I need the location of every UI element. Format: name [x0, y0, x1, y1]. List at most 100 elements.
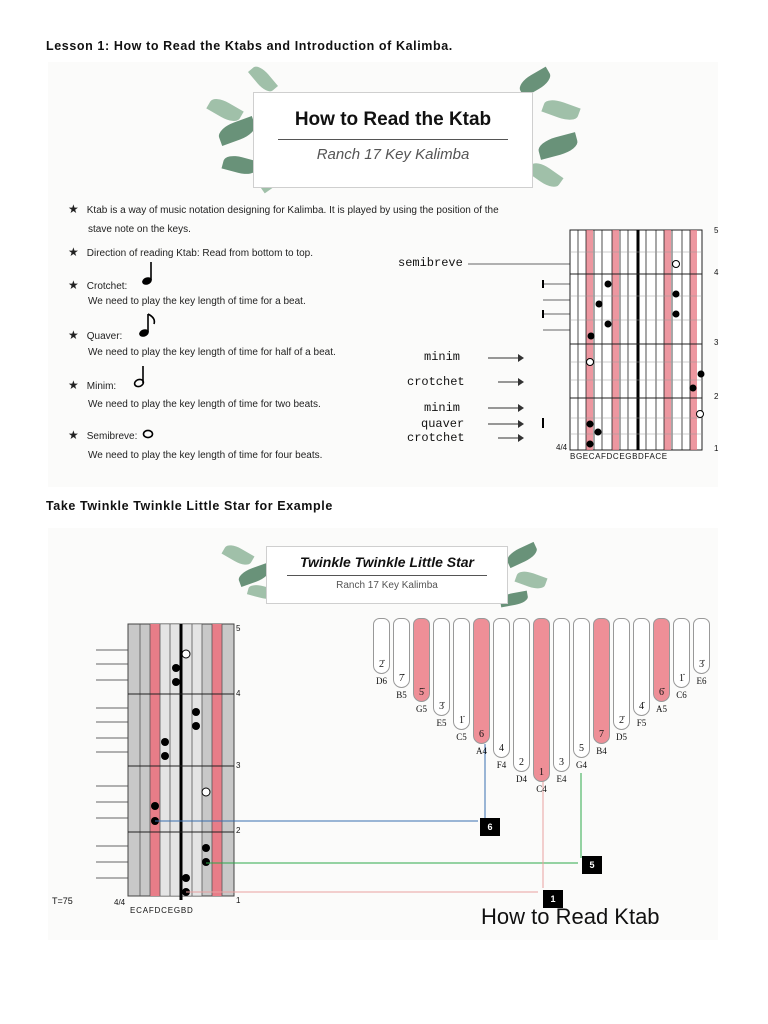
- arrow-head-icon: [518, 354, 524, 362]
- key-note-label: B4: [596, 746, 607, 756]
- key-note-label: F4: [496, 760, 507, 770]
- kalimba-key[interactable]: 1̇̇: [673, 618, 690, 688]
- bullet-item: ★Minim:: [68, 378, 117, 392]
- key-note-label: C5: [456, 732, 467, 742]
- leaf-decoration: [536, 132, 580, 160]
- arrow-head-icon: [518, 378, 524, 386]
- measure-number: 1: [714, 444, 719, 453]
- key-note-label: B5: [396, 690, 407, 700]
- star-icon: ★: [68, 202, 79, 216]
- measure-number: 4: [236, 689, 241, 698]
- key-note-label: D5: [616, 732, 627, 742]
- arrow-head-icon: [518, 404, 524, 412]
- key-note-label: F5: [636, 718, 647, 728]
- key-note-label: C4: [536, 784, 547, 794]
- crotchet-label: crotchet: [407, 375, 465, 389]
- example-heading: Take Twinkle Twinkle Little Star for Exa…: [46, 499, 333, 513]
- kalimba-key[interactable]: 5: [573, 618, 590, 758]
- marker-badge: 5: [582, 856, 602, 874]
- leaf-decoration: [247, 63, 279, 95]
- key-note-label: E6: [696, 676, 707, 686]
- kalimba-key[interactable]: 6̇: [653, 618, 670, 702]
- bullet-item: ★Quaver:: [68, 328, 123, 342]
- measure-number: 5: [236, 624, 241, 633]
- marker-badge: 6: [480, 818, 500, 836]
- card-subtitle: Ranch 17 Key Kalimba: [316, 146, 470, 163]
- leaf-decoration: [541, 96, 581, 124]
- kalimba-key[interactable]: 4: [493, 618, 510, 758]
- card-subtitle: Ranch 17 Key Kalimba: [336, 580, 438, 591]
- key-number: 3̇: [439, 701, 444, 712]
- kalimba-key[interactable]: 1: [533, 618, 550, 782]
- title-card: How to Read the Ktab Ranch 17 Key Kalimb…: [253, 92, 533, 188]
- key-note-label: C6: [676, 690, 687, 700]
- arrow-head-icon: [518, 420, 524, 428]
- star-icon: ★: [68, 428, 79, 442]
- connector-lines: [155, 744, 582, 893]
- kalimba-key[interactable]: 2: [513, 618, 530, 772]
- kalimba-key[interactable]: 5̇: [413, 618, 430, 702]
- key-note-label: A4: [476, 746, 487, 756]
- kalimba-key[interactable]: 4̇: [633, 618, 650, 716]
- time-signature: 4/4: [556, 443, 568, 452]
- measure-number: 2: [236, 826, 241, 835]
- kalimba-key[interactable]: 6: [473, 618, 490, 744]
- leaf-decoration: [216, 116, 258, 146]
- title-divider: [287, 575, 487, 576]
- crotchet-label: crotchet: [407, 431, 465, 445]
- quaver-note-icon: [139, 313, 156, 337]
- key-number: 2̇̇: [379, 659, 384, 670]
- caption: How to Read Ktab: [481, 904, 660, 929]
- kalimba-key[interactable]: 3̇̇: [693, 618, 710, 674]
- minim-label: minim: [424, 350, 461, 364]
- key-number: 1̇: [459, 715, 464, 726]
- key-number: 4̇: [639, 701, 644, 712]
- key-note-label: E5: [436, 718, 447, 728]
- star-icon: ★: [68, 328, 79, 342]
- semibreve-label: semibreve: [398, 256, 463, 270]
- semibreve-note-icon: [142, 429, 154, 439]
- kalimba-key[interactable]: 2̇: [613, 618, 630, 730]
- key-number: 1: [539, 767, 544, 778]
- bullet-item: ★Semibreve:: [68, 428, 138, 442]
- key-number: 3̇̇: [699, 659, 704, 670]
- key-note-label: G5: [416, 704, 427, 714]
- key-number: 7: [599, 729, 604, 740]
- time-signature: 4/4: [114, 898, 126, 907]
- bullet-continuation: We need to play the key length of time f…: [88, 450, 323, 461]
- key-number: 2: [519, 757, 524, 768]
- key-note-label: D4: [516, 774, 527, 784]
- key-note-label: A5: [656, 704, 667, 714]
- key-number: 2̇: [619, 715, 624, 726]
- lesson-card: How to Read the Ktab Ranch 17 Key Kalimb…: [48, 62, 718, 487]
- bullet-continuation: We need to play the key length of time f…: [88, 296, 306, 307]
- bullet-item: ★Ktab is a way of music notation designi…: [68, 202, 499, 216]
- star-icon: ★: [68, 378, 79, 392]
- measure-number: 1: [236, 896, 241, 905]
- key-number: 6: [479, 729, 484, 740]
- card-title: How to Read the Ktab: [294, 109, 492, 130]
- arrow-head-icon: [518, 434, 524, 442]
- kalimba-key[interactable]: 1̇: [453, 618, 470, 730]
- kalimba-key[interactable]: 3: [553, 618, 570, 772]
- star-icon: ★: [68, 245, 79, 259]
- kalimba-key[interactable]: 2̇̇: [373, 618, 390, 674]
- bullet-item: ★Crotchet:: [68, 278, 128, 292]
- kalimba-key[interactable]: 7: [593, 618, 610, 744]
- bullet-continuation: We need to play the key length of time f…: [88, 347, 336, 358]
- bullet-continuation: stave note on the keys.: [88, 224, 191, 235]
- kalimba-key[interactable]: 3̇: [433, 618, 450, 716]
- marker-badge: 1: [543, 890, 563, 908]
- key-letter-row: BGECAFDCEGBDFACE: [570, 452, 668, 461]
- card-title: Twinkle Twinkle Little Star: [300, 554, 474, 570]
- key-number: 1̇̇: [679, 673, 684, 684]
- example-card: Twinkle Twinkle Little Star Ranch 17 Key…: [48, 528, 718, 940]
- quaver-label: quaver: [421, 417, 465, 431]
- key-note-label: E4: [556, 774, 567, 784]
- measure-number: 5: [714, 226, 719, 235]
- bullet-continuation: We need to play the key length of time f…: [88, 399, 321, 410]
- key-number: 3: [559, 757, 564, 768]
- minim-note-icon: [133, 366, 145, 388]
- key-number: 5: [579, 743, 584, 754]
- kalimba-key[interactable]: 7̇: [393, 618, 410, 688]
